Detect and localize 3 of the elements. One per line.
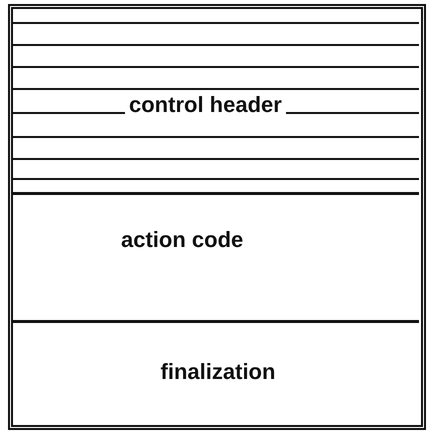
section-label: action code	[121, 226, 244, 254]
outer-frame	[8, 4, 426, 430]
section-label: finalization	[160, 359, 276, 385]
